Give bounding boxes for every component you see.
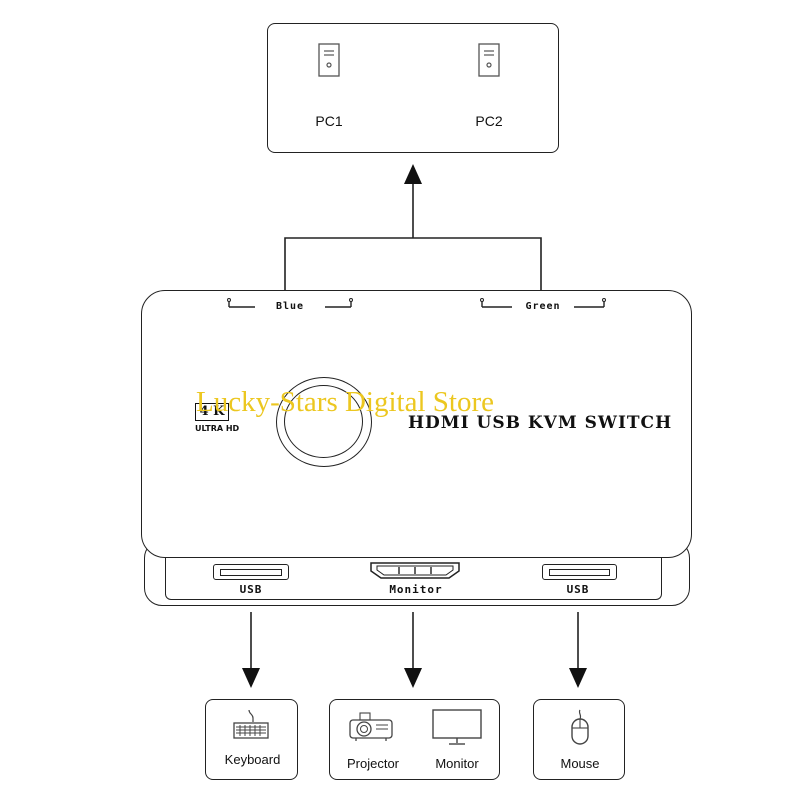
switch-button[interactable] [276, 377, 372, 467]
4k-text: 4 K [195, 403, 229, 421]
mouse-icon [571, 709, 589, 745]
projector-icon [349, 712, 393, 741]
switch-title: HDMI USB KVM SWITCH [408, 413, 673, 433]
switch-button-inner [284, 385, 363, 458]
usb-port-right [542, 564, 617, 580]
hdmi-port [369, 561, 461, 580]
hdmi-port-icon [370, 562, 460, 579]
pc-arrow-head [404, 164, 422, 184]
ultra-hd-text: ULTRA HD [195, 424, 240, 433]
keyboard-icon [233, 709, 269, 739]
pc-connector-line [284, 237, 542, 290]
monitor-label: Monitor [435, 756, 479, 771]
display-devices-box: Projector Monitor [329, 699, 500, 780]
keyboard-arrow-head [242, 668, 260, 688]
usb-right-label: USB [566, 583, 590, 596]
mouse-arrow-head [569, 668, 587, 688]
pc2-icon [478, 43, 500, 77]
mouse-box: Mouse [533, 699, 625, 780]
pc-box: PC1 PC2 [267, 23, 559, 153]
4k-ultra-hd-badge: 4 K ULTRA HD [195, 403, 247, 439]
projector-label: Projector [346, 756, 400, 771]
usb-left-label: USB [239, 583, 263, 596]
pc1-icon [318, 43, 340, 77]
monitor-icon [432, 709, 482, 745]
switch-body: Blue Green 4 K ULTRA HD HDMI USB KVM SWI… [141, 290, 692, 558]
keyboard-label: Keyboard [224, 752, 281, 767]
hdmi-monitor-label: Monitor [389, 583, 443, 596]
keyboard-box: Keyboard [205, 699, 298, 780]
monitor-arrow-head [404, 668, 422, 688]
blue-bracket-icon [227, 298, 353, 308]
green-label: Green [525, 301, 561, 312]
store-watermark: Lucky-Stars Digital Store [196, 386, 495, 418]
green-bracket-icon [480, 298, 606, 308]
pc2-label: PC2 [475, 113, 503, 129]
mouse-label: Mouse [560, 756, 600, 771]
usb-port-left [213, 564, 289, 580]
pc1-label: PC1 [315, 113, 343, 129]
blue-label: Blue [275, 301, 305, 312]
